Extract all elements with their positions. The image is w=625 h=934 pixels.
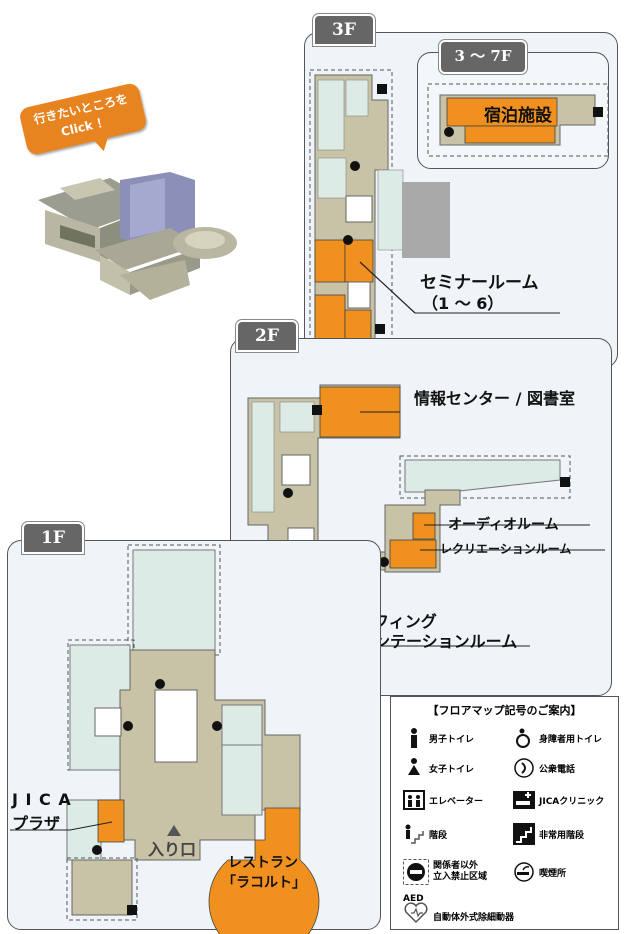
emergency-stairs-icon bbox=[375, 324, 385, 334]
audio-room[interactable] bbox=[412, 512, 436, 540]
legend-item: JICAクリニック bbox=[513, 789, 604, 811]
legend-label: 非常用階段 bbox=[539, 830, 585, 841]
legend-item: 非常用階段 bbox=[513, 823, 584, 845]
jica-clinic-icon bbox=[513, 789, 535, 811]
legend-title: 【フロアマップ記号のご案内】 bbox=[427, 704, 582, 717]
audio-room-label[interactable]: オーディオルーム bbox=[448, 517, 559, 533]
no-entry-icon bbox=[444, 127, 454, 137]
elevator-icon bbox=[403, 789, 425, 811]
legend-label: JICAクリニック bbox=[539, 796, 605, 807]
legend-item: 喫煙所 bbox=[513, 861, 566, 883]
restaurant-room[interactable] bbox=[208, 807, 320, 934]
legend-box: 【フロアマップ記号のご案内】 男子トイレ 身障者用トイレ 女子トイレ 公衆電話 … bbox=[390, 696, 619, 930]
floor-3f-tab[interactable]: 3F bbox=[313, 14, 375, 46]
no-entry-icon bbox=[123, 721, 133, 731]
legend-label: エレベーター bbox=[429, 796, 484, 807]
legend-label: 身障者用トイレ bbox=[539, 734, 603, 745]
legend-label: 喫煙所 bbox=[539, 868, 567, 879]
accessible-toilet-icon bbox=[513, 727, 535, 749]
legend-item: 関係者以外 立入禁止区域 bbox=[403, 857, 487, 887]
floor-3-7f-tab[interactable]: 3 ～ 7F bbox=[439, 40, 527, 74]
no-entry-icon bbox=[350, 161, 360, 171]
legend-label-line1: 関係者以外 bbox=[433, 861, 479, 871]
public-phone-icon bbox=[513, 757, 535, 779]
emergency-stairs-icon bbox=[513, 823, 535, 845]
legend-item: 女子トイレ bbox=[403, 757, 474, 779]
aed-text: AED bbox=[403, 894, 424, 904]
aed-icon: AED bbox=[403, 894, 429, 924]
emergency-stairs-icon bbox=[593, 107, 603, 117]
legend-item: 男子トイレ bbox=[403, 727, 474, 749]
jica-plaza-room[interactable] bbox=[97, 799, 125, 843]
legend-label: 階段 bbox=[429, 830, 448, 841]
lodging-label[interactable]: 宿泊施設 bbox=[484, 106, 552, 126]
seminar-room-a[interactable] bbox=[314, 239, 346, 283]
no-entry-icon bbox=[283, 488, 293, 498]
legend-item: 階段 bbox=[403, 823, 447, 845]
legend-item: エレベーター bbox=[403, 789, 483, 811]
no-entry-icon bbox=[403, 859, 429, 885]
legend-item: 身障者用トイレ bbox=[513, 727, 602, 749]
entrance-arrow bbox=[167, 825, 181, 836]
no-entry-icon bbox=[212, 721, 222, 731]
legend-item: 公衆電話 bbox=[513, 757, 575, 779]
jica-plaza-label-2[interactable]: プラザ bbox=[12, 814, 61, 833]
seminar-room-b[interactable] bbox=[344, 239, 374, 283]
legend-label: 自動体外式除細動器 bbox=[433, 912, 515, 923]
recreation-room-label[interactable]: レクリエーションルーム bbox=[440, 542, 572, 556]
seminar-room-label-1[interactable]: セミナールーム bbox=[420, 273, 539, 293]
restaurant-label-2[interactable]: 「ラコルト」 bbox=[222, 875, 306, 891]
legend-label: 女子トイレ bbox=[429, 764, 475, 775]
no-entry-icon bbox=[343, 235, 353, 245]
stairs-icon bbox=[403, 823, 425, 845]
emergency-stairs-icon bbox=[377, 84, 387, 94]
no-entry-icon bbox=[92, 845, 102, 855]
restaurant-label-1[interactable]: レストラン bbox=[228, 855, 298, 871]
emergency-stairs-icon bbox=[127, 905, 137, 915]
jica-plaza-label-1[interactable]: J I C A bbox=[12, 790, 72, 809]
smoking-area-icon bbox=[513, 861, 535, 883]
seminar-room-label-2[interactable]: （1 ～ 6） bbox=[422, 294, 504, 313]
emergency-stairs-icon bbox=[560, 477, 570, 487]
legend-label-multiline: 関係者以外 立入禁止区域 bbox=[433, 861, 487, 883]
info-center-label[interactable]: 情報センター / 図書室 bbox=[414, 389, 575, 408]
no-entry-icon bbox=[155, 679, 165, 689]
recreation-room[interactable] bbox=[389, 539, 437, 569]
lodging-room[interactable] bbox=[446, 97, 558, 127]
floor-2f-tab[interactable]: 2F bbox=[236, 320, 298, 352]
legend-item: AED 自動体外式除細動器 bbox=[403, 893, 514, 925]
seminar-room-c[interactable] bbox=[314, 294, 346, 341]
male-toilet-icon bbox=[403, 727, 425, 749]
floor-1f-tab[interactable]: 1F bbox=[22, 522, 84, 554]
no-entry-icon bbox=[379, 557, 389, 567]
legend-label: 公衆電話 bbox=[539, 764, 576, 775]
legend-label-line2: 立入禁止区域 bbox=[433, 872, 488, 882]
seminar-room-d[interactable] bbox=[344, 309, 372, 341]
female-toilet-icon bbox=[403, 757, 425, 779]
legend-label: 男子トイレ bbox=[429, 734, 475, 745]
entrance-label: 入り口 bbox=[148, 840, 197, 859]
emergency-stairs-icon bbox=[312, 405, 322, 415]
